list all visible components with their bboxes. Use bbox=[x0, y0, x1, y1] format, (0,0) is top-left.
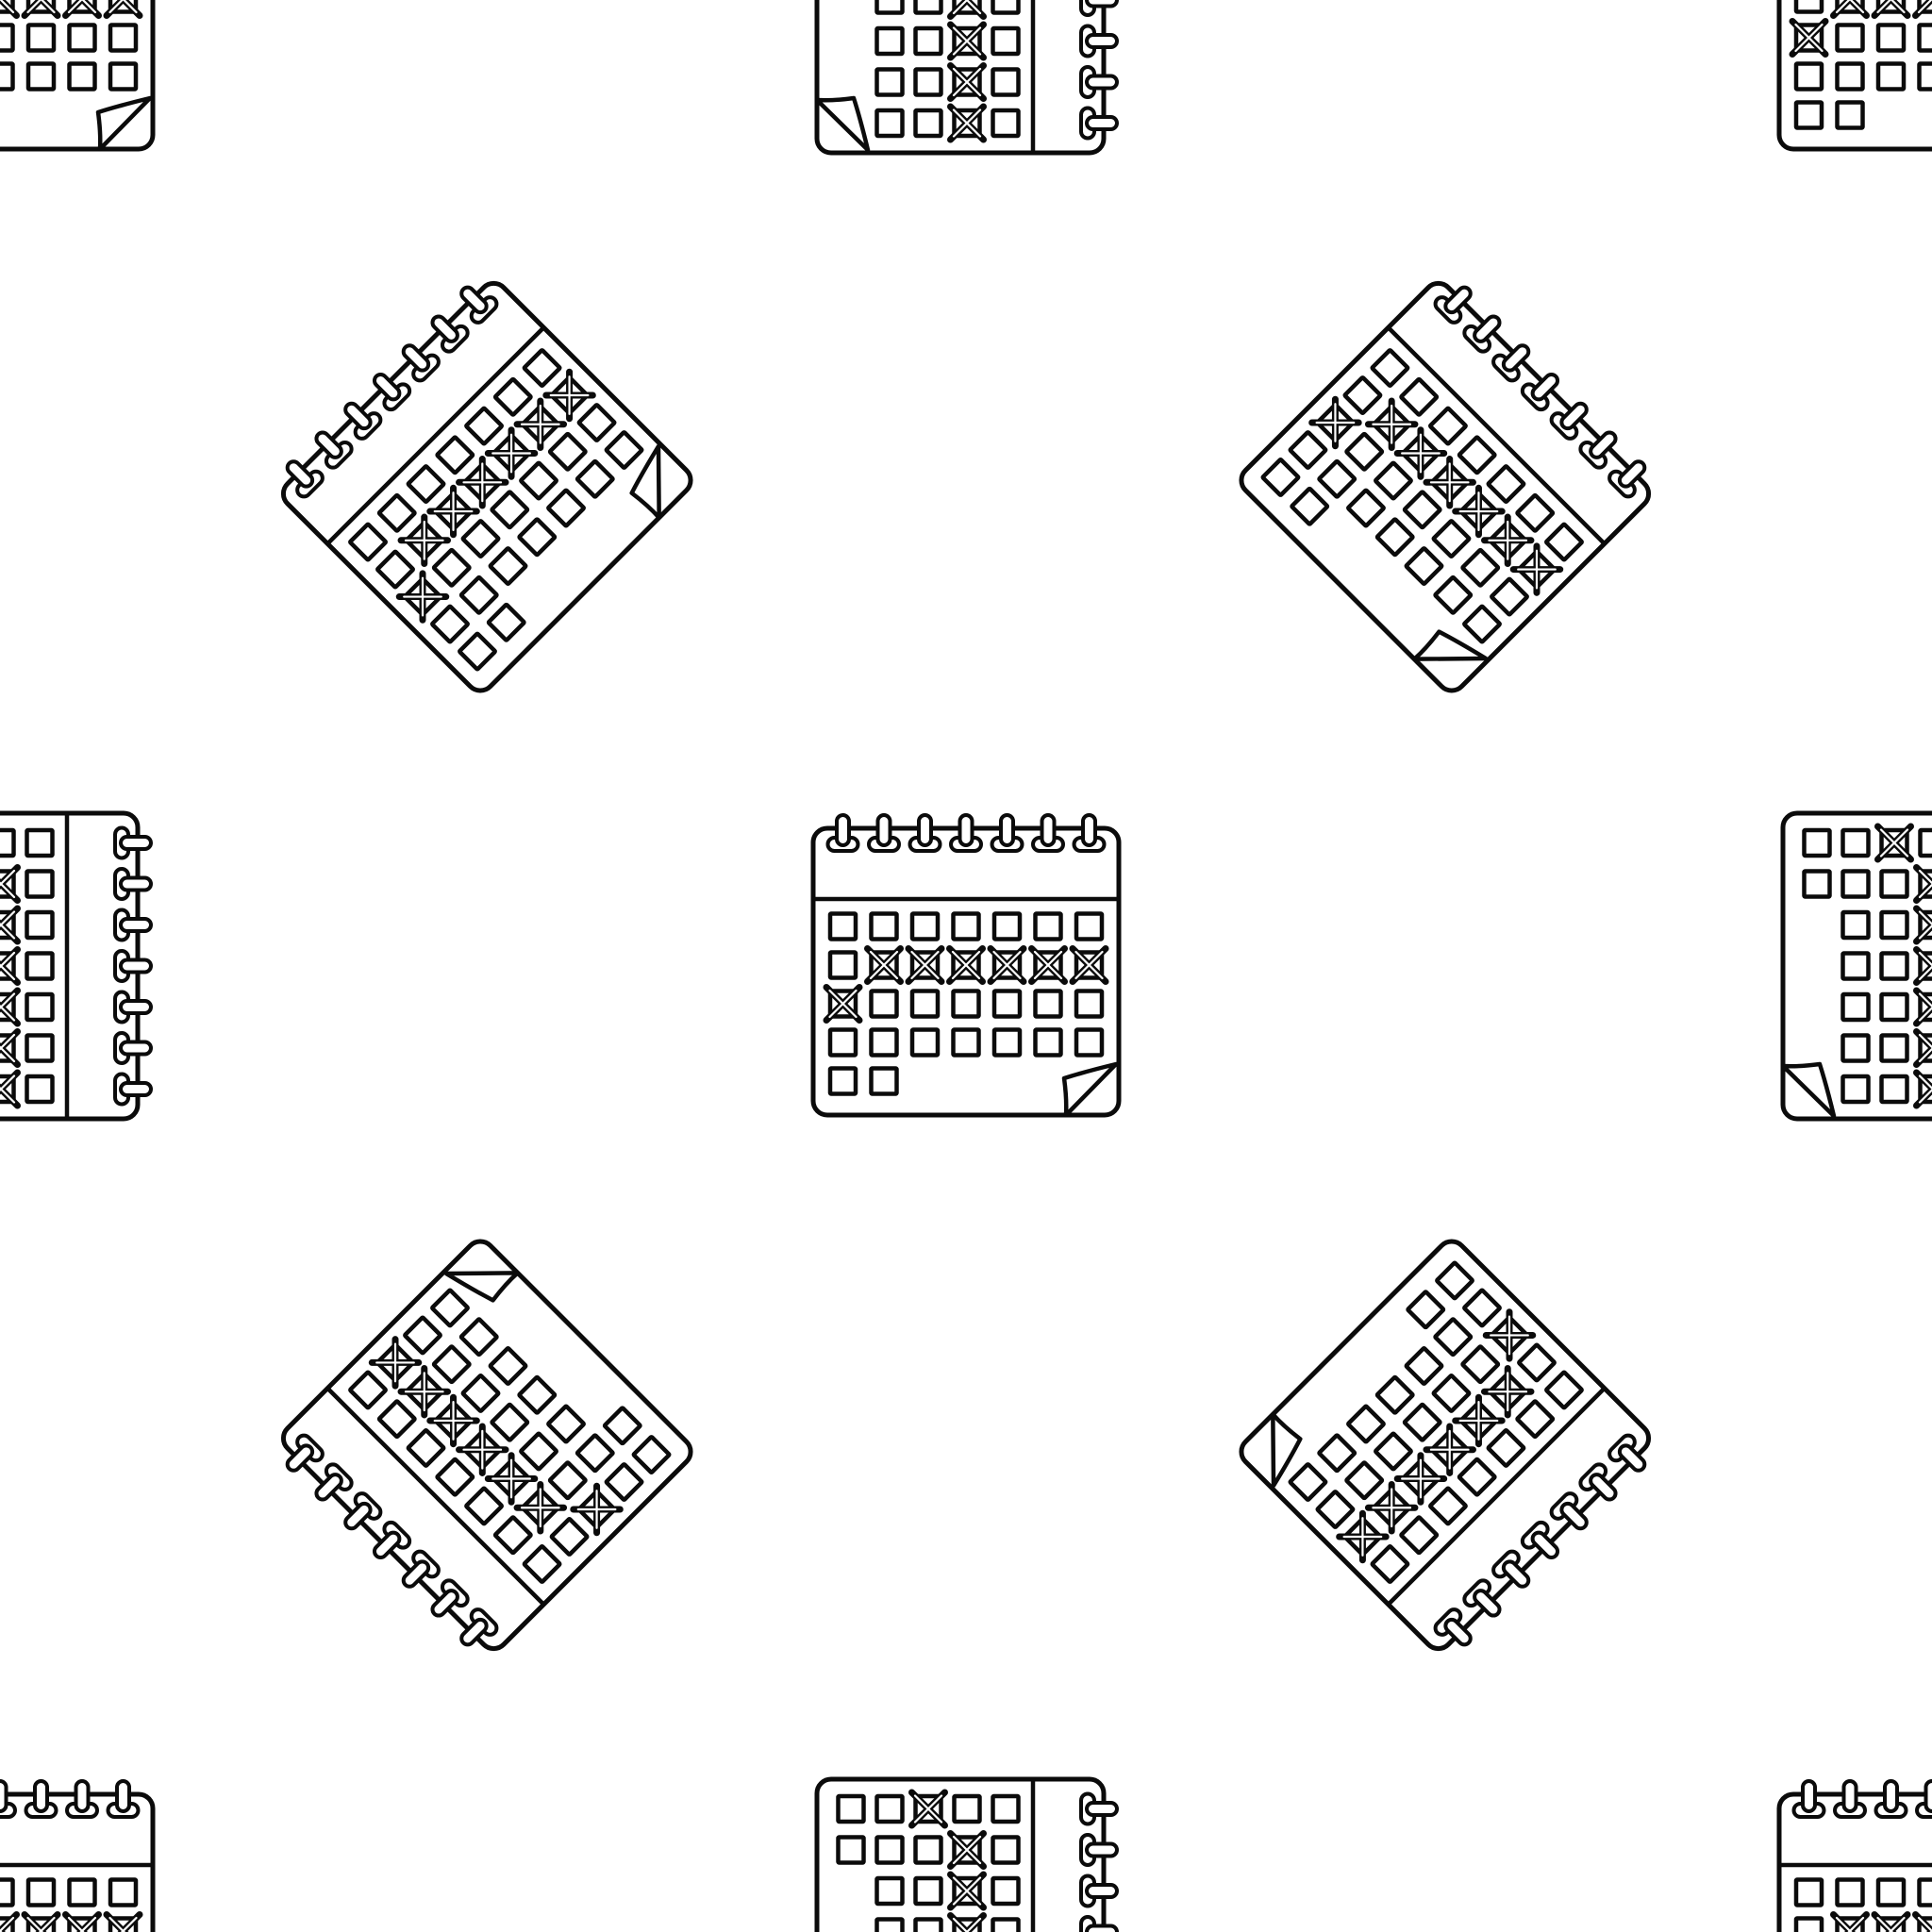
calendar-icon bbox=[1779, 1781, 1932, 1932]
calendar-icon bbox=[1783, 813, 1932, 1119]
calendar-icon bbox=[0, 0, 153, 149]
calendar-icon bbox=[1779, 0, 1932, 149]
calendar-icon bbox=[817, 1779, 1117, 1932]
calendar-icon bbox=[813, 815, 1119, 1115]
calendar-icon bbox=[0, 813, 151, 1119]
calendar-icon bbox=[0, 1781, 153, 1932]
calendar-icon bbox=[817, 0, 1117, 153]
